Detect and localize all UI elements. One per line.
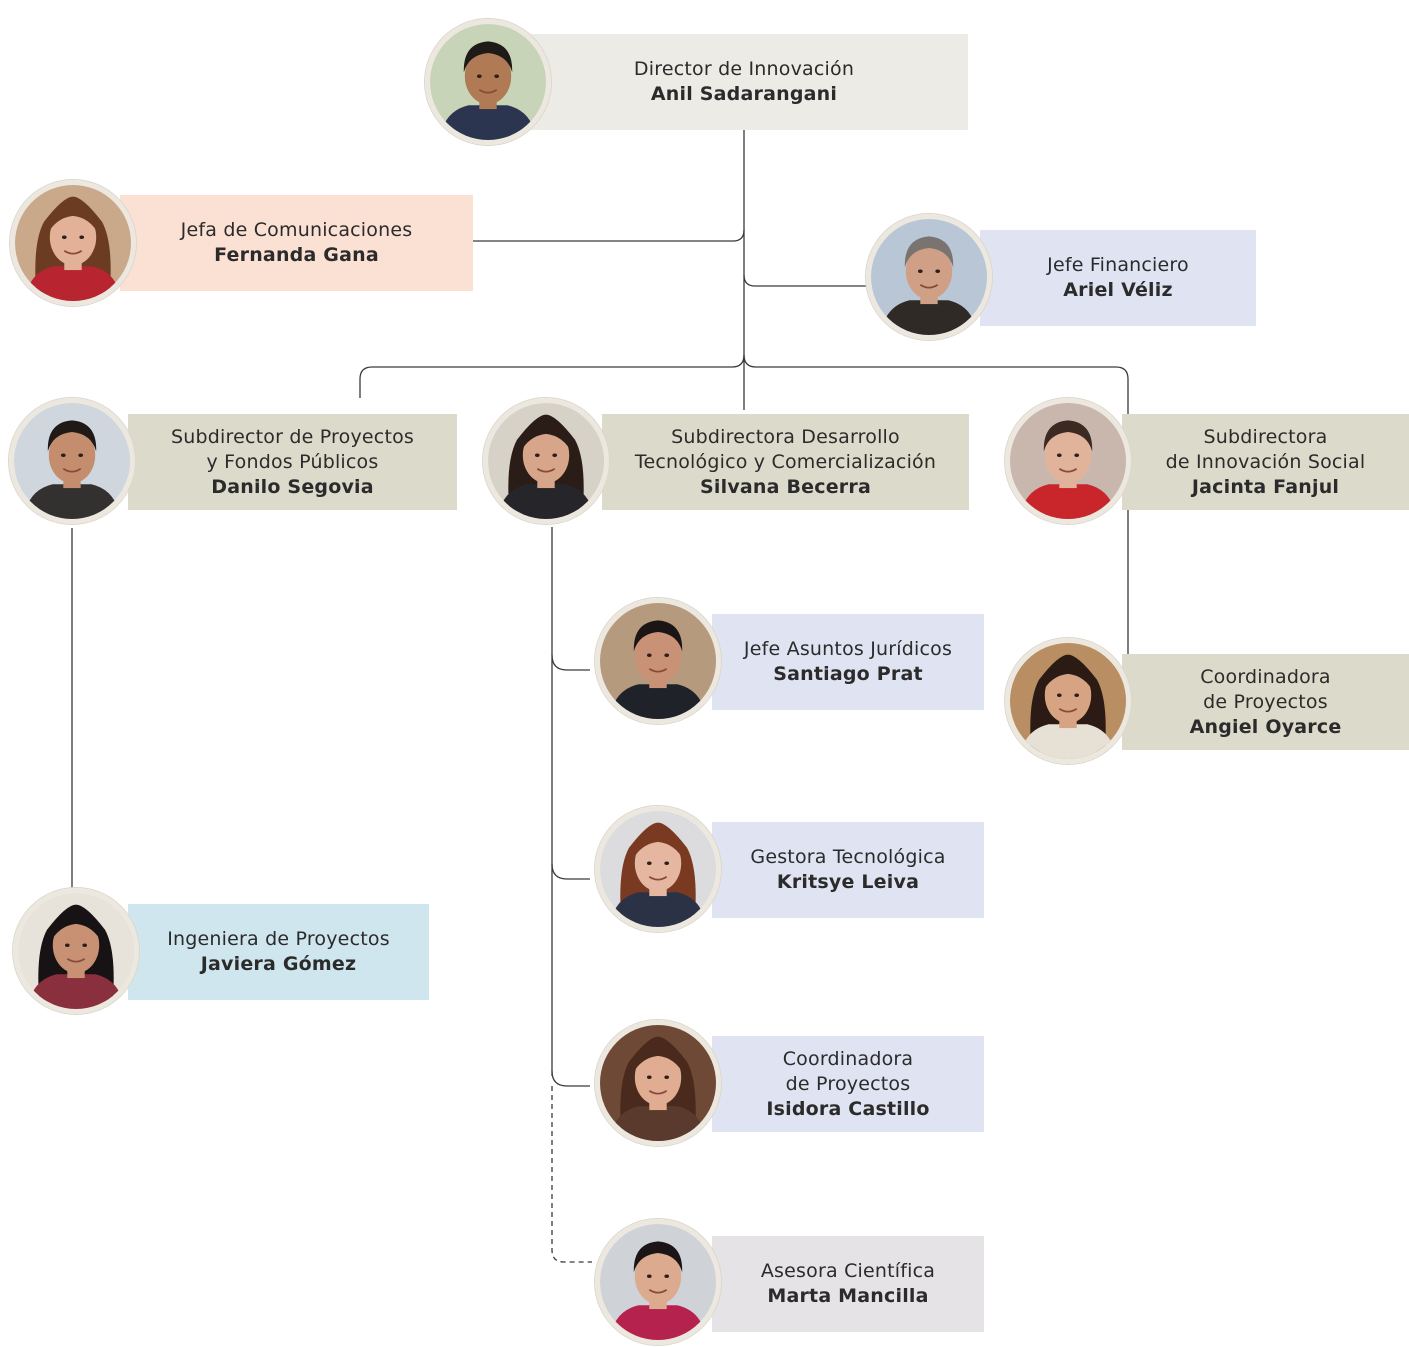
name-coord-social: Angiel Oyarce: [1189, 715, 1342, 738]
role-financiero: Jefe Financiero: [1047, 254, 1189, 276]
name-proyectos: Danilo Segovia: [211, 475, 374, 498]
connector-juridicos: [551, 654, 590, 671]
name-comunicaciones: Fernanda Gana: [214, 244, 379, 266]
card-ingeniera: Ingeniera de Proyectos Javiera Gómez: [128, 904, 429, 1000]
role-juridicos: Jefe Asuntos Jurídicos: [743, 638, 953, 660]
name-gestora: Kritsye Leiva: [776, 871, 920, 893]
role-coord-social: Coordinadora de Proyectos: [1200, 665, 1331, 713]
card-coord-social: Coordinadora de Proyectos Angiel Oyarce: [1122, 654, 1409, 750]
portrait-icon: [1005, 638, 1131, 764]
connector-financiero: [743, 274, 866, 287]
name-juridicos: Santiago Prat: [773, 663, 923, 685]
card-financiero: Jefe Financiero Ariel Véliz: [980, 230, 1256, 326]
connector-social: [743, 354, 1129, 414]
card-coord-desarrollo: Coordinadora de Proyectos Isidora Castil…: [712, 1036, 984, 1132]
portrait-icon: [425, 19, 551, 145]
role-gestora: Gestora Tecnológica: [750, 846, 946, 868]
portrait-icon: [483, 398, 609, 524]
name-ingeniera: Javiera Gómez: [200, 953, 357, 975]
connector-gestora: [551, 863, 590, 880]
role-comunicaciones: Jefa de Comunicaciones: [180, 219, 413, 241]
portrait-icon: [10, 180, 136, 306]
role-desarrollo: Subdirectora Desarrollo Tecnológico y Co…: [634, 425, 937, 473]
connector-proyectos: [359, 354, 745, 398]
role-asesora: Asesora Científica: [760, 1260, 936, 1282]
portrait-icon: [13, 888, 139, 1014]
card-asesora: Asesora Científica Marta Mancilla: [712, 1236, 984, 1332]
portrait-icon: [595, 1020, 721, 1146]
card-social: Subdirectora de Innovación Social Jacint…: [1122, 414, 1409, 510]
role-director: Director de Innovación: [633, 58, 855, 80]
role-social: Subdirectora de Innovación Social: [1165, 425, 1366, 473]
connector-comunicaciones: [473, 229, 745, 242]
portrait-icon: [1005, 398, 1131, 524]
card-comunicaciones: Jefa de Comunicaciones Fernanda Gana: [120, 195, 473, 291]
name-desarrollo: Silvana Becerra: [700, 475, 871, 498]
portrait-icon: [866, 214, 992, 340]
card-director: Director de Innovación Anil Sadarangani: [520, 34, 968, 130]
portrait-icon: [595, 1219, 721, 1345]
name-financiero: Ariel Véliz: [1063, 279, 1173, 301]
name-asesora: Marta Mancilla: [767, 1285, 929, 1307]
card-juridicos: Jefe Asuntos Jurídicos Santiago Prat: [712, 614, 984, 710]
portrait-icon: [9, 398, 135, 524]
connector-asesora-dashed: [551, 1086, 592, 1263]
card-proyectos: Subdirector de Proyectos y Fondos Públic…: [128, 414, 457, 510]
connector-coord-desarrollo: [551, 1070, 590, 1087]
name-coord-desarrollo: Isidora Castillo: [766, 1097, 930, 1120]
portrait-icon: [595, 806, 721, 932]
name-director: Anil Sadarangani: [650, 83, 838, 105]
card-gestora: Gestora Tecnológica Kritsye Leiva: [712, 822, 984, 918]
role-coord-desarrollo: Coordinadora de Proyectos: [782, 1047, 914, 1095]
portrait-icon: [595, 598, 721, 724]
name-social: Jacinta Fanjul: [1191, 475, 1340, 498]
role-ingeniera: Ingeniera de Proyectos: [167, 928, 390, 950]
role-proyectos: Subdirector de Proyectos y Fondos Públic…: [170, 425, 415, 473]
card-desarrollo: Subdirectora Desarrollo Tecnológico y Co…: [602, 414, 969, 510]
